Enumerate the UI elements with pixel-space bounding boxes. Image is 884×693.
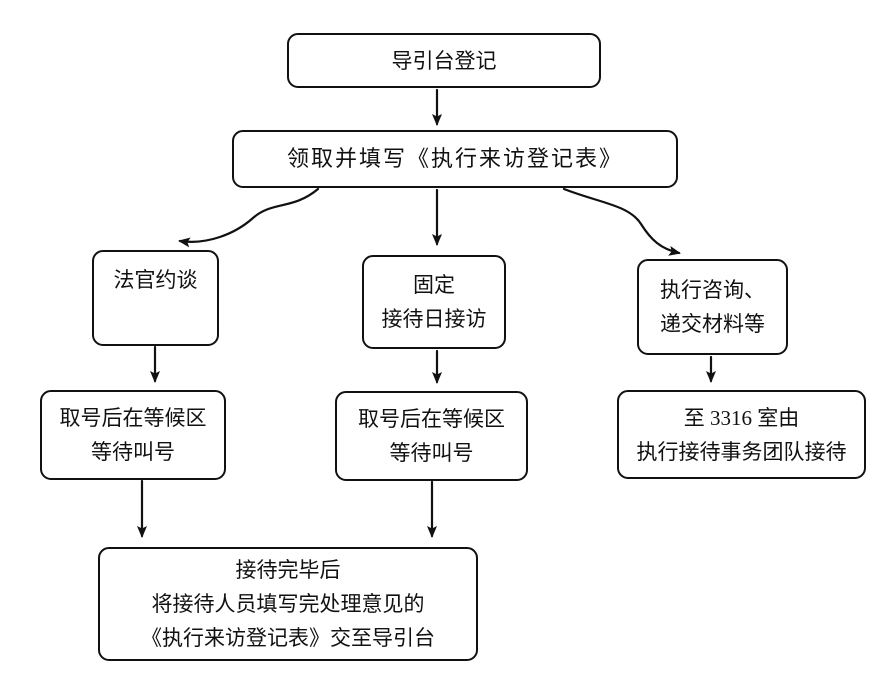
node-consult-materials-line2: 递交材料等 bbox=[660, 312, 765, 336]
node-wait-area-mid-line1: 取号后在等候区 bbox=[358, 407, 505, 431]
node-return-form-line2: 将接待人员填写完处理意见的 bbox=[151, 592, 425, 616]
node-return-form-line1: 接待完毕后 bbox=[235, 558, 341, 582]
node-register-text: 导引台登记 bbox=[391, 48, 497, 73]
node-fixed-reception-day-line1: 固定 bbox=[413, 273, 455, 297]
node-wait-area-mid-line2: 等待叫号 bbox=[389, 441, 474, 465]
node-room-3316-line2: 执行接待事务团队接待 bbox=[636, 439, 847, 464]
node-room-3316: 至 3316 室由 执行接待事务团队接待 bbox=[617, 390, 866, 479]
node-wait-area-left: 取号后在等候区 等待叫号 bbox=[40, 390, 226, 480]
node-wait-area-mid: 取号后在等候区 等待叫号 bbox=[335, 391, 528, 481]
node-judge-interview: 法官约谈 bbox=[92, 250, 219, 346]
node-wait-area-left-line2: 等待叫号 bbox=[91, 440, 175, 464]
node-form-text: 领取并填写《执行来访登记表》 bbox=[286, 146, 623, 171]
arrow-form-to-judge-curve bbox=[178, 187, 320, 248]
node-consult-materials-line1: 执行咨询、 bbox=[660, 278, 765, 302]
node-return-form-line3: 《执行来访登记表》交至导引台 bbox=[141, 626, 435, 650]
node-wait-area-left-line1: 取号后在等候区 bbox=[59, 406, 207, 430]
node-register: 导引台登记 bbox=[287, 33, 601, 88]
node-judge-interview-text: 法官约谈 bbox=[113, 268, 198, 292]
node-form: 领取并填写《执行来访登记表》 bbox=[232, 130, 678, 188]
node-fixed-reception-day: 固定 接待日接访 bbox=[362, 255, 506, 349]
arrow-form-to-consult-curve bbox=[562, 187, 681, 256]
node-room-3316-line1: 至 3316 室由 bbox=[683, 405, 800, 430]
node-return-form: 接待完毕后 将接待人员填写完处理意见的 《执行来访登记表》交至导引台 bbox=[98, 547, 478, 661]
node-fixed-reception-day-line2: 接待日接访 bbox=[381, 307, 487, 331]
node-consult-materials: 执行咨询、 递交材料等 bbox=[637, 259, 788, 355]
